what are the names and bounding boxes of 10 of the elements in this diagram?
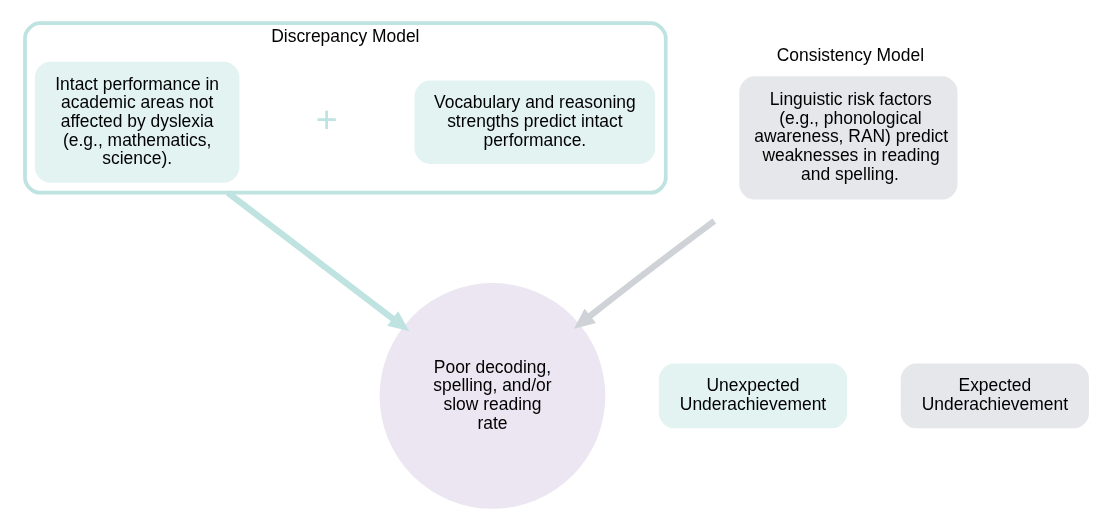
node-box: Intact performance in academic areas not affected by dyslexia (e.g., mathematics, science).: [34, 61, 240, 183]
arrow: [573, 218, 717, 329]
node-label: Consistency Model: [776, 45, 925, 66]
node-circle: Poor decoding, spelling, and/or slow reading rate: [379, 283, 606, 509]
node-box: Vocabulary and reasoning strengths predict intact performance.: [414, 80, 656, 165]
node-box: Expected Underachievement: [900, 363, 1089, 429]
arrow: [225, 190, 410, 332]
label: +: [315, 97, 338, 140]
node-box: Unexpected Underachievement: [658, 363, 848, 429]
node-box: Linguistic risk factors (e.g., phonological awareness, RAN) predict weaknesses in reading and spelling.: [739, 76, 958, 200]
